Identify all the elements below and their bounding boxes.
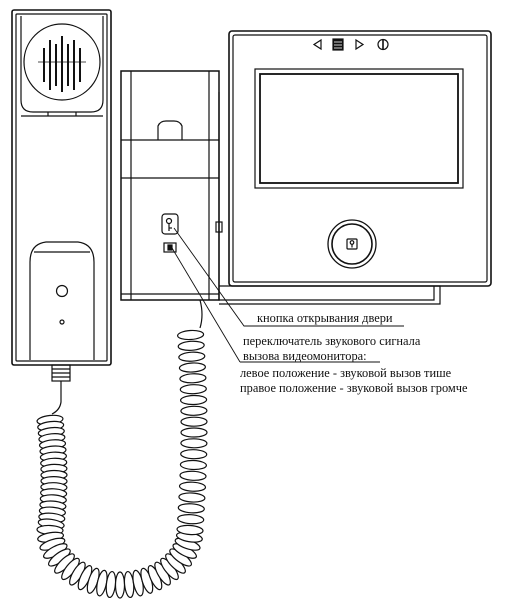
monitor-base bbox=[215, 92, 441, 305]
cord-coil-loop bbox=[178, 351, 206, 362]
cord-coil-loop bbox=[177, 340, 205, 351]
indicator-dot-icon bbox=[59, 319, 65, 325]
monitor-screen bbox=[254, 68, 464, 189]
cord-coil-loop bbox=[114, 571, 126, 599]
cord-coil-loop bbox=[177, 329, 205, 341]
volume-switch-label: переключатель звукового сигнала bbox=[243, 334, 421, 348]
cord-coil-loop bbox=[180, 449, 208, 460]
cord-coil-loop bbox=[180, 405, 208, 416]
next-arrow-icon[interactable] bbox=[355, 38, 365, 51]
cord-coil-loop bbox=[179, 459, 207, 471]
cord-coil-loop bbox=[179, 373, 207, 384]
volume-switch[interactable] bbox=[163, 242, 177, 253]
cord-strain-relief bbox=[51, 364, 71, 382]
cord-coil-loop bbox=[180, 416, 208, 427]
handset-cradle bbox=[120, 70, 220, 301]
switch-left-position-label: левое положение - звуковой вызов тише bbox=[240, 366, 452, 380]
earpiece-grille-icon bbox=[23, 23, 101, 101]
power-icon[interactable] bbox=[377, 38, 389, 51]
cord-coil-loop bbox=[178, 362, 206, 373]
coiled-cord bbox=[36, 299, 208, 599]
monitor-body bbox=[228, 30, 492, 287]
volume-switch-label-line2: вызова видеомонитора: bbox=[243, 349, 367, 363]
cord-coil-loop bbox=[180, 394, 208, 406]
cord-coil-loop bbox=[176, 524, 204, 536]
microphone-icon bbox=[55, 284, 69, 298]
leader-lines bbox=[171, 227, 404, 363]
cord-coil-loop bbox=[177, 514, 205, 525]
cord-coil-loop bbox=[179, 470, 207, 481]
cord-coil-loop bbox=[178, 492, 206, 503]
cord-coil-loop bbox=[178, 481, 207, 492]
cord-coil-loop bbox=[180, 427, 208, 438]
door-open-button[interactable] bbox=[161, 213, 179, 235]
door-button-label: кнопка открывания двери bbox=[257, 311, 393, 325]
mouthpiece bbox=[29, 241, 95, 360]
menu-icon[interactable] bbox=[332, 38, 344, 51]
cord-coil-loop bbox=[177, 503, 205, 514]
cord-coil-loop bbox=[179, 384, 207, 395]
monitor-door-button[interactable] bbox=[327, 219, 377, 269]
prev-arrow-icon[interactable] bbox=[312, 38, 322, 51]
cord-coil-loop bbox=[180, 438, 208, 449]
switch-right-position-label: правое положение - звуковой вызов громче bbox=[240, 381, 468, 395]
